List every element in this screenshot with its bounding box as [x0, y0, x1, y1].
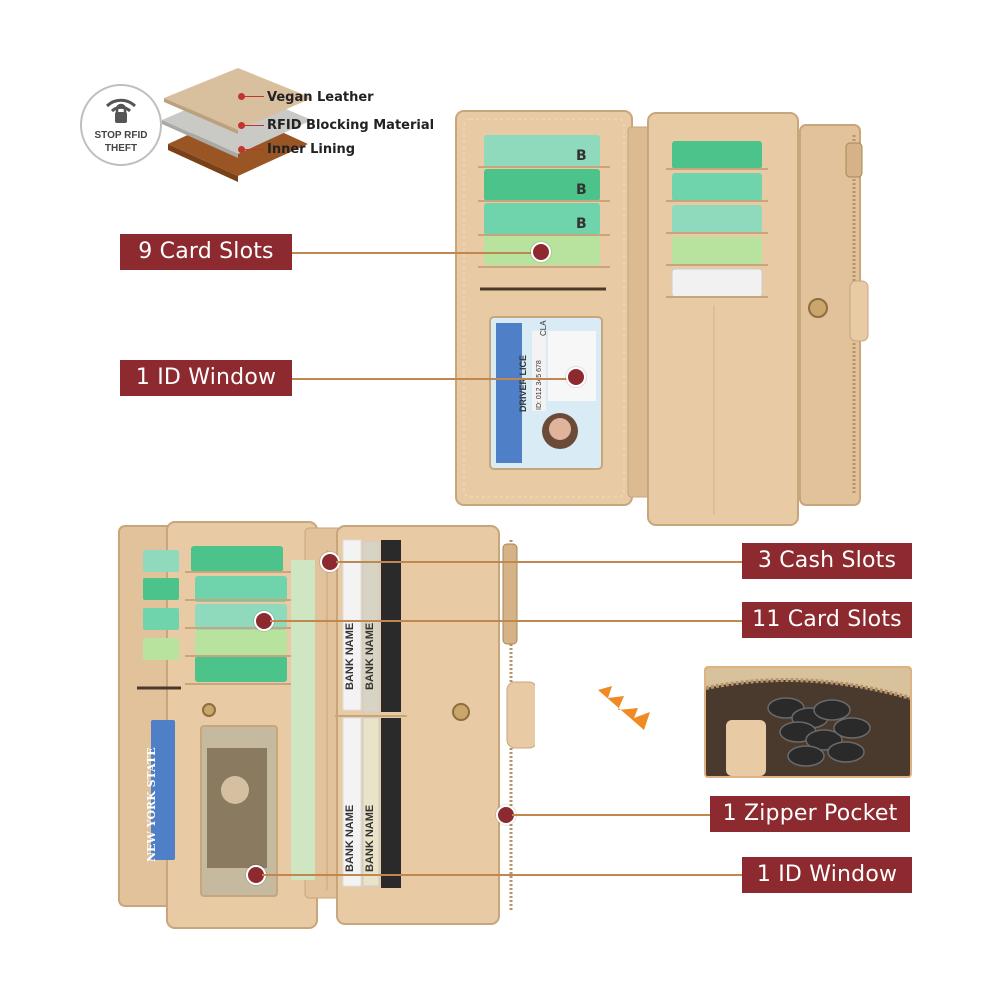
- bank-name-4: BANK NAME: [364, 804, 376, 872]
- rfid-diagram: STOP RFID THEFT Vegan Leather RFID Block…: [78, 62, 438, 202]
- layer-dot-1: [238, 93, 245, 100]
- id-card-type: DRIVER LICE: [518, 354, 528, 412]
- callout-11-card-slots: 11 Card Slots: [742, 602, 912, 638]
- dot-1-id-window-top: [566, 367, 586, 387]
- svg-text:B: B: [576, 182, 587, 198]
- callout-1-id-window-bottom-text: 1 ID Window: [756, 862, 898, 887]
- leader-3-cash-slots: [336, 561, 742, 563]
- bank-name-2: BANK NAME: [364, 622, 376, 690]
- bank-name-1: BANK NAME: [344, 622, 356, 690]
- wifi-lock-icon: [105, 98, 137, 123]
- callout-9-card-slots-text: 9 Card Slots: [138, 239, 274, 264]
- callout-1-id-window-top: 1 ID Window: [120, 360, 292, 396]
- top-wallet-illustration: B B B: [455, 110, 869, 526]
- squiggle-arrow-icon: [598, 686, 650, 730]
- leader-1-id-window-bottom: [262, 874, 742, 876]
- layer-dot-2: [238, 122, 245, 129]
- leader-11-card-slots: [270, 620, 742, 622]
- callout-11-card-slots-text: 11 Card Slots: [752, 607, 902, 632]
- material-layers-illustration: [162, 68, 312, 182]
- callout-1-zipper-pocket: 1 Zipper Pocket: [710, 796, 910, 832]
- svg-text:B: B: [576, 216, 587, 232]
- layer-label-vegan: Vegan Leather: [267, 90, 374, 105]
- callout-9-card-slots: 9 Card Slots: [120, 234, 292, 270]
- layer-dot-3: [238, 146, 245, 153]
- bank-name-3: BANK NAME: [344, 804, 356, 872]
- layer-line-2: [244, 125, 264, 126]
- layer-label-lining: Inner Lining: [267, 142, 356, 157]
- zipper-pocket-inset: [704, 666, 912, 778]
- layer-line-1: [244, 96, 264, 97]
- callout-3-cash-slots: 3 Cash Slots: [742, 543, 912, 579]
- svg-text:B: B: [576, 148, 587, 164]
- callout-1-id-window-top-text: 1 ID Window: [135, 365, 277, 390]
- leader-9-card-slots: [292, 252, 540, 254]
- callout-1-zipper-pocket-text: 1 Zipper Pocket: [722, 801, 898, 826]
- badge-line2: THEFT: [104, 143, 138, 154]
- bottom-id-state: NEW YORK STATE: [145, 747, 158, 862]
- coins-illustration: [706, 668, 910, 776]
- stop-rfid-badge: STOP RFID THEFT: [80, 84, 162, 166]
- bottom-wallet-illustration: [118, 521, 535, 929]
- badge-line1: STOP RFID: [94, 130, 148, 141]
- id-card-class: CLA: [539, 320, 548, 336]
- dot-9-card-slots: [531, 242, 551, 262]
- callout-3-cash-slots-text: 3 Cash Slots: [757, 548, 897, 573]
- layer-line-3: [244, 149, 264, 150]
- leader-1-zipper-pocket: [512, 814, 710, 816]
- id-card-state: NEW YORK STATE: [434, 280, 447, 395]
- leader-1-id-window-top: [292, 378, 576, 380]
- callout-1-id-window-bottom: 1 ID Window: [742, 857, 912, 893]
- layer-label-rfid: RFID Blocking Material: [267, 118, 435, 133]
